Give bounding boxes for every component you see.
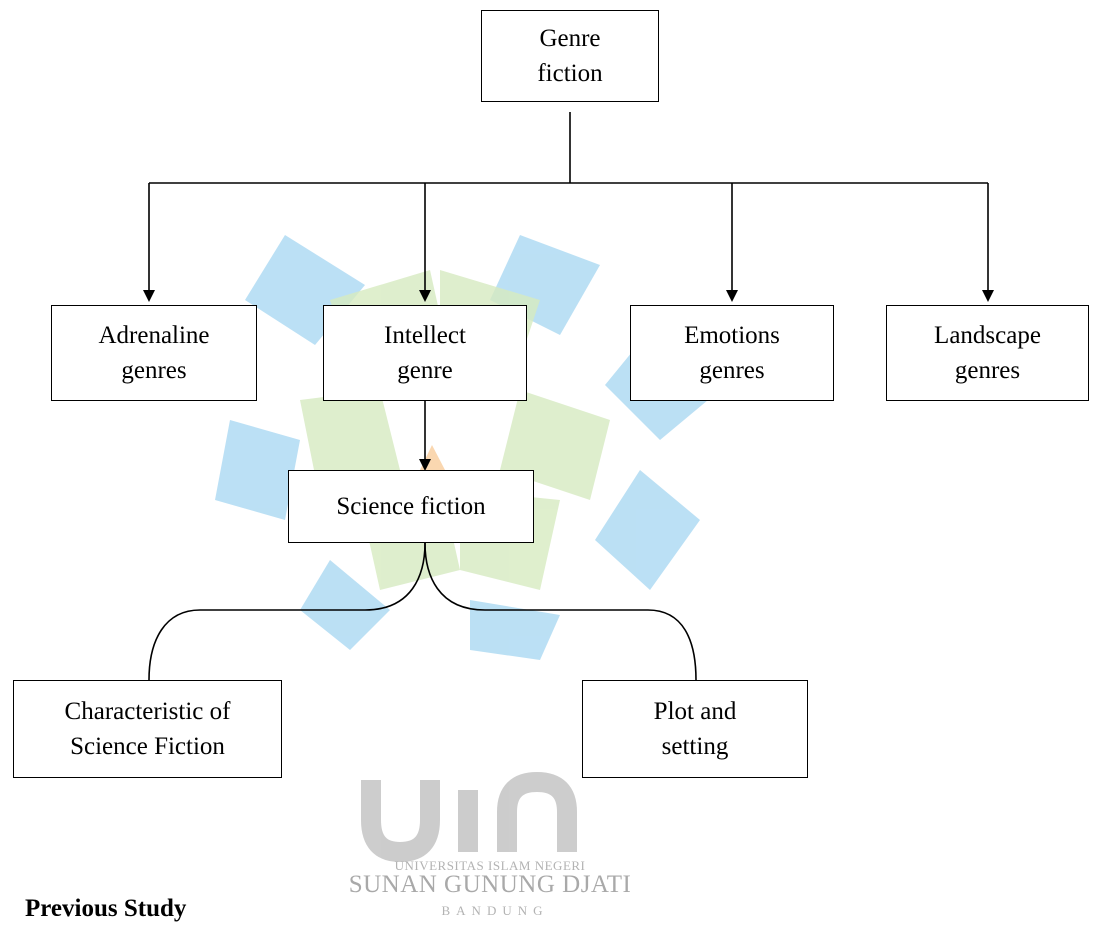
node-landscape-genres: Landscape genres (886, 305, 1089, 401)
section-heading: Previous Study (0, 895, 186, 923)
brace-to-characteristic (148, 542, 426, 681)
watermark-name-line: SUNAN GUNUNG DJATI (348, 871, 632, 898)
node-emotions-genres-label: Emotions genres (684, 322, 780, 384)
node-landscape-genres-label: Landscape genres (934, 322, 1041, 384)
brace-to-plot-setting (424, 542, 697, 681)
node-adrenaline-genres-label: Adrenaline genres (98, 322, 210, 384)
node-science-fiction-label: Science fiction (336, 493, 486, 520)
node-plot-and-setting: Plot and setting (582, 680, 808, 778)
section-title: Previous Study (25, 895, 187, 922)
node-emotions-genres: Emotions genres (630, 305, 834, 401)
node-genre-fiction: Genre fiction (481, 10, 659, 102)
node-genre-fiction-label: Genre fiction (537, 25, 603, 87)
node-science-fiction: Science fiction (288, 470, 534, 543)
watermark-university-line: UNIVERSITAS ISLAM NEGERI (394, 858, 586, 873)
watermark-city-line: BANDUNG (441, 903, 549, 918)
node-intellect-genre: Intellect genre (323, 305, 527, 401)
node-characteristic-label: Characteristic of Science Fiction (64, 698, 231, 760)
node-characteristic-of-science-fiction: Characteristic of Science Fiction (13, 680, 282, 778)
node-adrenaline-genres: Adrenaline genres (51, 305, 257, 401)
node-intellect-genre-label: Intellect genre (384, 322, 466, 384)
node-plot-and-setting-label: Plot and setting (653, 698, 737, 760)
